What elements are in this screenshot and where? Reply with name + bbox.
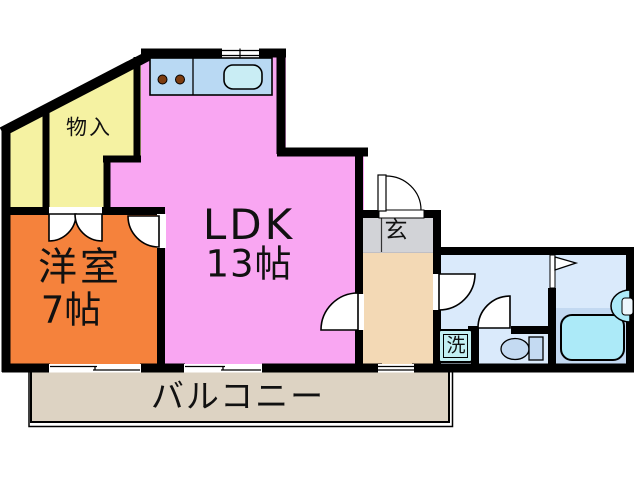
toilet-bowl	[500, 337, 530, 361]
windows	[49, 48, 425, 373]
ldk-label: LDK	[202, 200, 296, 249]
washing-machine-pan-inner	[443, 334, 468, 358]
entry-threshold	[378, 209, 425, 219]
corridor-window	[378, 364, 414, 373]
balcony-deck	[28, 370, 454, 428]
washbasin-inner	[621, 297, 634, 316]
balcony-sliding-door-ldk	[184, 364, 262, 373]
closet-door-right	[74, 213, 103, 242]
balcony-sliding-door-west	[49, 364, 141, 373]
western-door-opening	[157, 214, 166, 248]
gas-burner	[175, 74, 185, 85]
washroom-door-opening	[433, 274, 442, 310]
balcony-label: バルコニー	[150, 376, 326, 416]
washing-machine-pan	[438, 329, 473, 363]
toilet-door	[477, 295, 511, 329]
western-room-door	[127, 215, 160, 248]
kitchen-sink	[223, 64, 263, 90]
doors	[48, 174, 579, 331]
bathtub	[560, 314, 625, 361]
room-storage-left-fill	[4, 109, 46, 212]
wall-segment	[0, 50, 153, 137]
room-ldk-fill	[106, 56, 364, 371]
storage-label: 物入	[66, 115, 112, 140]
entrance-label: 玄	[384, 217, 408, 244]
entry-door-swing	[385, 175, 422, 211]
balcony-floor	[30, 370, 450, 423]
ldk-hall-door	[320, 292, 359, 331]
western-room-size-label: 7帖	[40, 288, 102, 332]
western-room-label: 洋室	[37, 245, 123, 291]
ldk-door-opening	[355, 294, 364, 330]
balcony-railing	[28, 371, 454, 428]
gas-burner	[157, 74, 168, 85]
toilet-tank	[528, 336, 544, 361]
room-entrance-fill	[357, 213, 436, 253]
walls	[0, 48, 634, 373]
kitchen-window	[222, 48, 259, 58]
bathroom-door-flag	[549, 254, 579, 289]
room-western-fill	[4, 211, 162, 371]
laundry-label: 洗	[446, 334, 466, 357]
entry-door	[377, 174, 422, 212]
ldk-size-label: 13帖	[205, 242, 293, 286]
closet-door-opening	[49, 207, 102, 216]
entry-door-leaf	[377, 174, 387, 212]
washroom-door	[438, 273, 476, 311]
room-corridor-fill	[357, 253, 436, 371]
fixtures	[149, 57, 634, 363]
